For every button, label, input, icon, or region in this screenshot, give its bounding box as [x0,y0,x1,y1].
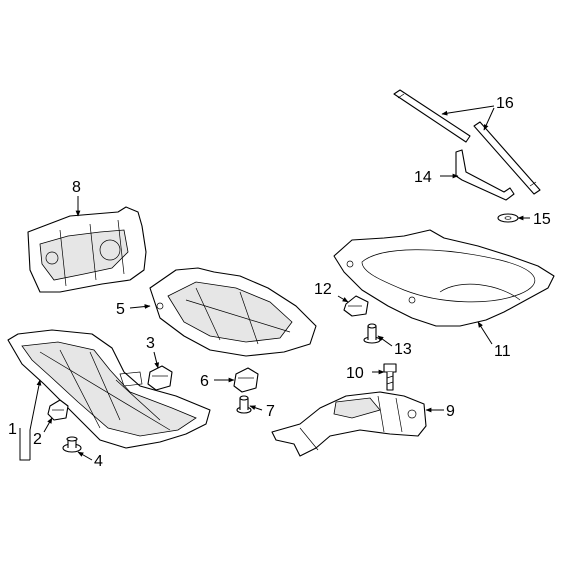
part-14-bracket [455,149,515,201]
leader-12 [337,295,349,303]
part-10-bolt [383,363,397,391]
leader-2 [43,417,53,433]
part-11-rear-undertray [333,229,555,327]
callout-11: 11 [494,343,511,360]
leader-1 [19,428,30,461]
callout-5: 5 [116,301,125,318]
part-4-pin [62,436,82,453]
part-5-undertray [149,267,317,357]
callout-2: 2 [33,431,42,448]
leader-16a [441,105,495,116]
leader-16b [483,107,495,131]
callout-7: 7 [266,403,275,420]
leader-7 [249,405,263,411]
callout-9: 9 [446,403,455,420]
callout-12: 12 [314,281,332,298]
part-2-clip [47,399,69,421]
callout-8: 8 [72,179,81,196]
part-7-bolt [236,395,252,414]
leader-13 [377,335,393,347]
callout-labels: 1 2 3 4 5 6 7 8 9 10 11 12 13 14 15 16 [8,95,551,470]
leader-4 [77,451,93,461]
callout-15: 15 [533,211,551,228]
callout-3: 3 [146,335,155,352]
callout-13: 13 [394,341,412,358]
part-16-straps [393,89,541,195]
leader-11 [477,321,493,345]
callout-1: 1 [8,421,17,438]
leader-5 [129,304,151,309]
callout-14: 14 [414,169,432,186]
leader-1b [29,379,42,460]
part-1-splash-shield [7,329,211,449]
part-3-clip [147,365,173,391]
callout-4: 4 [94,453,103,470]
part-15-washer [497,213,519,223]
callout-6: 6 [200,373,209,390]
leader-lines [19,105,530,461]
callout-10: 10 [346,365,364,382]
part-12-clip [343,295,369,317]
callout-16: 16 [496,95,514,112]
part-9-bracket [271,391,427,457]
part-6-clip [233,367,259,393]
part-8-bracket [27,206,147,293]
leader-3 [153,351,160,369]
part-13-bolt [363,323,381,344]
